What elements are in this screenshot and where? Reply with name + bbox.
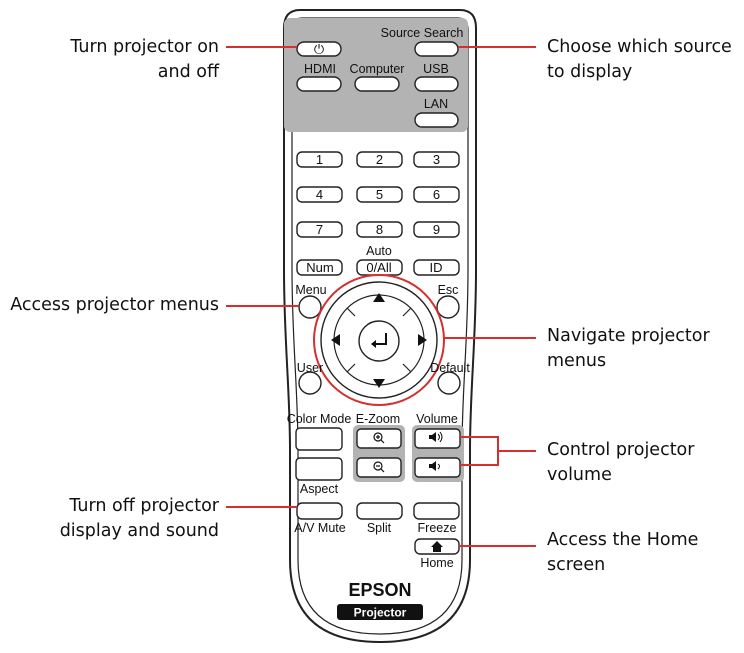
digit-1-button[interactable] xyxy=(296,151,343,168)
computer-label: Computer xyxy=(350,62,405,76)
split-label: Split xyxy=(367,521,392,535)
ezoom-label: E-Zoom xyxy=(356,412,400,426)
digit-9-button[interactable] xyxy=(413,221,460,238)
callout-menus: Access projector menus xyxy=(10,295,219,315)
callout-power: Turn projector on and off xyxy=(70,37,219,82)
default-label: Default xyxy=(430,361,470,375)
computer-button[interactable] xyxy=(354,76,400,92)
split-button[interactable] xyxy=(356,502,403,520)
arrow-right-icon[interactable] xyxy=(418,334,427,346)
color-mode-label: Color Mode xyxy=(287,412,352,426)
digit-9-label: 9 xyxy=(433,222,440,237)
hdmi-label: HDMI xyxy=(304,62,336,76)
source-search-button[interactable] xyxy=(414,41,459,57)
digit-2-button[interactable] xyxy=(356,151,403,168)
digit-6-label: 6 xyxy=(433,187,440,202)
menu-label: Menu xyxy=(295,283,326,297)
callout-navigate: Navigate projector menus xyxy=(547,326,710,371)
volume-up-icon xyxy=(429,431,443,443)
user-button[interactable] xyxy=(298,371,322,395)
digit-8-button[interactable] xyxy=(356,221,403,238)
digit-5-button[interactable] xyxy=(356,186,403,203)
freeze-label: Freeze xyxy=(418,521,457,535)
digit-8-label: 8 xyxy=(376,222,383,237)
zoom-out-icon xyxy=(373,461,385,473)
lan-button[interactable] xyxy=(414,112,459,128)
source-search-label: Source Search xyxy=(381,26,464,40)
arrow-down-icon[interactable] xyxy=(373,379,385,388)
hdmi-button[interactable] xyxy=(296,76,342,92)
digit-3-button[interactable] xyxy=(413,151,460,168)
color-mode-button[interactable] xyxy=(295,427,343,451)
digit-3-label: 3 xyxy=(433,152,440,167)
menu-button[interactable] xyxy=(298,295,322,319)
volume-label: Volume xyxy=(416,412,458,426)
digit-5-label: 5 xyxy=(376,187,383,202)
home-label: Home xyxy=(420,556,453,570)
avmute-button[interactable] xyxy=(296,502,343,520)
power-icon: ⏻ xyxy=(314,42,324,57)
num-label: Num xyxy=(306,260,333,275)
callout-volume: Control projector volume xyxy=(547,440,695,485)
user-label: User xyxy=(297,361,323,375)
digit-2-label: 2 xyxy=(376,152,383,167)
zoom-in-icon xyxy=(373,432,385,444)
arrow-up-icon[interactable] xyxy=(373,293,385,302)
id-button[interactable] xyxy=(413,259,460,276)
navigation-pad[interactable] xyxy=(313,274,445,406)
zero-all-label: 0/All xyxy=(366,260,391,275)
digit-4-label: 4 xyxy=(316,187,323,202)
digit-6-button[interactable] xyxy=(413,186,460,203)
number-keypad: 1 2 3 4 5 6 7 8 9 xyxy=(296,151,460,238)
avmute-label: A/V Mute xyxy=(294,521,345,535)
usb-button[interactable] xyxy=(414,76,459,92)
digit-7-label: 7 xyxy=(316,222,323,237)
enter-icon xyxy=(374,333,387,345)
callout-home: Access the Home screen xyxy=(547,530,699,575)
brand-logo: EPSON xyxy=(348,580,411,600)
product-label: Projector xyxy=(354,606,407,620)
volume-down-button[interactable] xyxy=(414,457,461,478)
auto-label: Auto xyxy=(366,244,392,258)
home-icon xyxy=(431,541,443,552)
id-label: ID xyxy=(430,260,443,275)
digit-4-button[interactable] xyxy=(296,186,343,203)
volume-up-button[interactable] xyxy=(414,428,461,449)
digit-1-label: 1 xyxy=(316,152,323,167)
arrow-left-icon[interactable] xyxy=(331,334,340,346)
power-button[interactable]: ⏻ xyxy=(296,41,342,57)
ezoom-in-button[interactable] xyxy=(356,428,402,449)
callout-lines xyxy=(226,46,536,547)
default-button[interactable] xyxy=(437,371,461,395)
digit-7-button[interactable] xyxy=(296,221,343,238)
esc-label: Esc xyxy=(438,283,459,297)
callout-avmute: Turn off projector display and sound xyxy=(59,496,219,541)
ezoom-out-button[interactable] xyxy=(356,457,402,478)
esc-button[interactable] xyxy=(436,295,460,319)
lan-label: LAN xyxy=(424,97,448,111)
enter-button[interactable] xyxy=(358,320,400,362)
usb-label: USB xyxy=(423,62,449,76)
num-button[interactable] xyxy=(296,259,343,276)
callout-source: Choose which source to display xyxy=(547,37,732,82)
aspect-button[interactable] xyxy=(295,457,343,481)
aspect-label: Aspect xyxy=(300,482,339,496)
freeze-button[interactable] xyxy=(413,502,460,520)
volume-down-icon xyxy=(429,461,440,471)
